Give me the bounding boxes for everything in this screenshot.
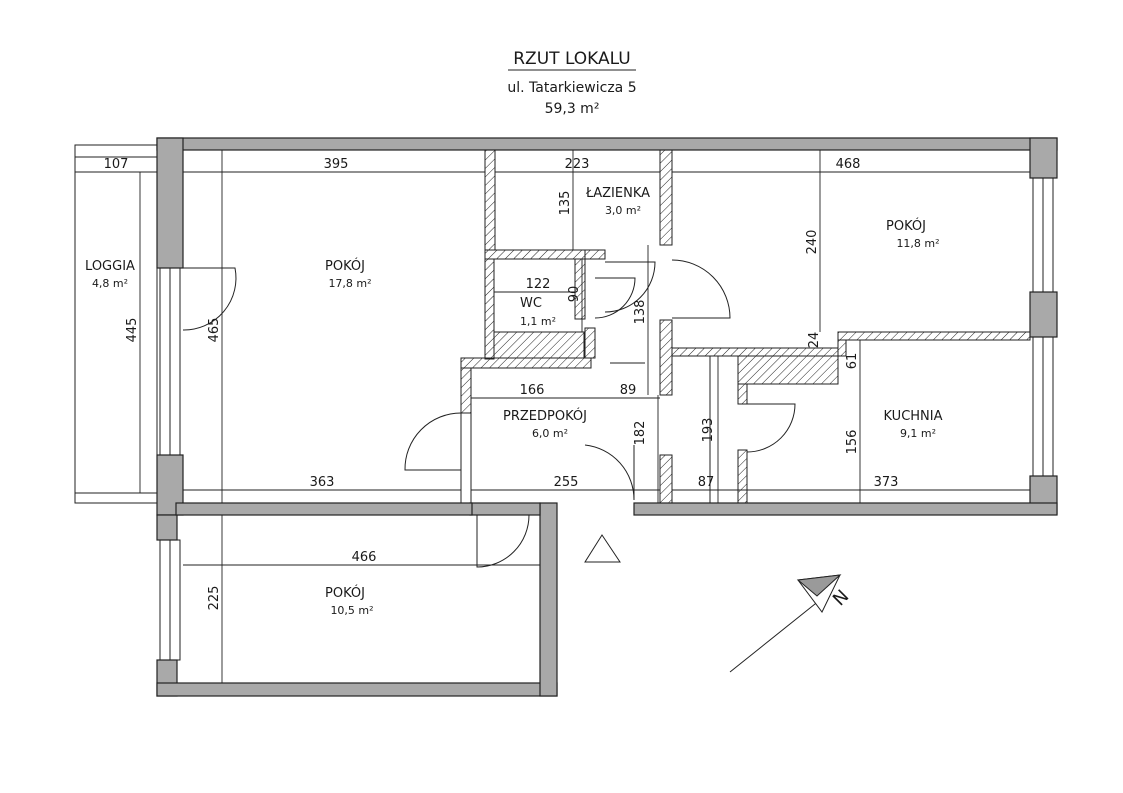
dim-label: 225 <box>207 586 222 611</box>
room-area: 9,1 m² <box>900 427 936 440</box>
room-area: 11,8 m² <box>896 237 939 250</box>
room-name: POKÓJ <box>886 218 926 234</box>
dim-label: 122 <box>526 277 551 292</box>
dim-label: 193 <box>701 418 716 443</box>
dimension-lines <box>75 150 1030 683</box>
room-area: 17,8 m² <box>328 277 371 290</box>
room-name: POKÓJ <box>325 585 365 601</box>
dim-label: 395 <box>324 157 349 172</box>
room-area: 6,0 m² <box>532 427 568 440</box>
dim-label: 135 <box>558 191 573 216</box>
dim-label: 90 <box>567 286 582 303</box>
plan-total-area: 59,3 m² <box>545 101 600 117</box>
dim-label: 468 <box>836 157 861 172</box>
entrance-marker <box>584 534 621 563</box>
room-area: 10,5 m² <box>330 604 373 617</box>
dim-label: 107 <box>104 157 129 172</box>
dim-label: 87 <box>698 475 715 490</box>
room-name: ŁAZIENKA <box>585 186 650 201</box>
north-arrow: N <box>729 574 853 673</box>
windows <box>159 177 1054 661</box>
dim-label: 24 <box>807 332 822 349</box>
outer-walls <box>156 137 1058 697</box>
dim-label: 445 <box>125 318 140 343</box>
dim-label: 255 <box>554 475 579 490</box>
dim-label: 466 <box>352 550 377 565</box>
plan-title: RZUT LOKALU <box>513 49 630 69</box>
dim-label: 223 <box>565 157 590 172</box>
room-name: LOGGIA <box>85 259 135 274</box>
dim-label: 465 <box>207 318 222 343</box>
dim-label: 166 <box>520 383 545 398</box>
room-area: 4,8 m² <box>92 277 128 290</box>
dim-label: 363 <box>310 475 335 490</box>
dim-label: 240 <box>805 230 820 255</box>
room-area: 1,1 m² <box>520 315 556 328</box>
dimension-labels: 107 395 223 468 135 240 445 465 122 90 1… <box>104 157 899 610</box>
dim-label: 156 <box>845 430 860 455</box>
room-name: KUCHNIA <box>884 409 943 424</box>
doors <box>182 259 796 568</box>
room-area: 3,0 m² <box>605 204 641 217</box>
dim-label: 138 <box>633 300 648 325</box>
interior-walls <box>460 149 1031 504</box>
room-labels: LOGGIA 4,8 m² POKÓJ 17,8 m² ŁAZIENKA 3,0… <box>85 186 943 617</box>
room-name: POKÓJ <box>325 258 365 274</box>
dim-label: 89 <box>620 383 637 398</box>
loggia-outline <box>74 144 158 504</box>
room-name: WC <box>520 296 542 311</box>
dim-label: 373 <box>874 475 899 490</box>
room-name: PRZEDPOKÓJ <box>503 408 587 424</box>
dim-label: 182 <box>633 421 648 446</box>
plan-address: ul. Tatarkiewicza 5 <box>507 80 636 96</box>
dim-label: 61 <box>845 353 860 370</box>
